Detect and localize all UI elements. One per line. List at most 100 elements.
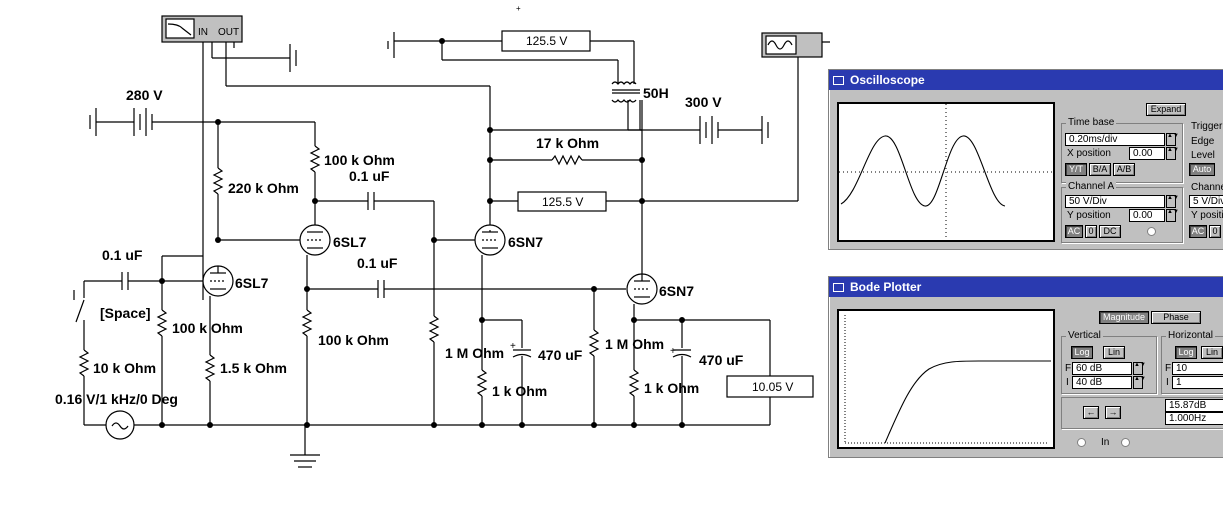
channel-a-ypos-label: Y position	[1067, 210, 1111, 221]
switch-space-label: [Space]	[100, 305, 151, 321]
channel-a-scale-field[interactable]: 50 V/Div	[1065, 195, 1165, 208]
resistor-220k-label: 220 k Ohm	[228, 180, 299, 196]
channel-a-dc-button[interactable]: DC	[1099, 225, 1121, 238]
tube-6sl7-input-label: 6SL7	[235, 275, 269, 291]
mode-yt-button[interactable]: Y/T	[1065, 163, 1087, 176]
bode-cursor-left-button[interactable]: ←	[1083, 406, 1099, 419]
capacitor-470-b-label: 470 uF	[699, 352, 744, 368]
voltmeter-top-value: 125.5 V	[526, 34, 567, 48]
capacitor-470-a-label: 470 uF	[538, 347, 583, 363]
bode-vertical-i-spinner[interactable]: ▲▼	[1133, 376, 1146, 389]
channel-b-scale-field[interactable]: 5 V/Div	[1189, 195, 1223, 208]
bode-vertical-i-label: I	[1066, 377, 1069, 388]
tube-6sn7-a-label: 6SN7	[508, 234, 543, 250]
bode-in-label: In	[1101, 437, 1110, 448]
channel-a-ypos-spinner[interactable]: ▲▼	[1166, 209, 1179, 222]
oscilloscope-trace	[840, 135, 1006, 207]
trigger-auto-button[interactable]: Auto	[1189, 163, 1215, 176]
bode-magnitude-tab[interactable]: Magnitude	[1099, 311, 1149, 324]
bode-horizontal-i-field[interactable]: 1	[1172, 376, 1223, 389]
channel-a-scale-spinner[interactable]: ▲▼	[1166, 195, 1179, 208]
trigger-level-label: Level	[1191, 150, 1215, 161]
mode-ba-button[interactable]: B/A	[1089, 163, 1111, 176]
bode-vertical-f-field[interactable]: 60 dB	[1072, 362, 1132, 375]
resistor-100k-top-label: 100 k Ohm	[324, 152, 395, 168]
bode-title: Bode Plotter	[850, 280, 922, 294]
source-label: 0.16 V/1 kHz/0 Deg	[55, 391, 178, 407]
bode-horizontal-lin-button[interactable]: Lin	[1201, 346, 1223, 359]
bode-vertical-log-button[interactable]: Log	[1071, 346, 1093, 359]
bode-horizontal-log-button[interactable]: Log	[1175, 346, 1197, 359]
oscilloscope-screen	[837, 102, 1055, 242]
resistor-1-5k-label: 1.5 k Ohm	[220, 360, 287, 376]
capacitor-input-label: 0.1 uF	[102, 247, 143, 263]
bode-vertical-f-spinner[interactable]: ▲▼	[1133, 362, 1146, 375]
timebase-field[interactable]: 0.20ms/div	[1065, 133, 1165, 146]
channel-a-ac-button[interactable]: AC	[1065, 225, 1083, 238]
channel-b-zero-button[interactable]: 0	[1209, 225, 1221, 238]
oscilloscope-title: Oscilloscope	[850, 73, 925, 87]
trigger-edge-label: Edge	[1191, 136, 1215, 147]
capacitor-top-label: 0.1 uF	[349, 168, 390, 184]
resistor-1k-a-label: 1 k Ohm	[492, 383, 547, 399]
bode-vertical-i-field[interactable]: 40 dB	[1072, 376, 1132, 389]
supply-300v-label: 300 V	[685, 94, 722, 110]
channel-a-ground-radio[interactable]	[1147, 227, 1156, 236]
bode-vertical-group: Vertical	[1061, 330, 1157, 394]
svg-text:+: +	[670, 346, 676, 357]
bode-titlebar[interactable]: Bode Plotter	[829, 277, 1223, 297]
bode-cursor-right-button[interactable]: →	[1105, 406, 1121, 419]
channel-a-group: Channel A	[1061, 181, 1183, 243]
channel-b-ypos-label: Y position	[1191, 210, 1223, 221]
bode-in-minus-terminal[interactable]	[1077, 438, 1086, 447]
bode-vertical-title: Vertical	[1066, 330, 1103, 341]
bode-in-plus-terminal[interactable]	[1121, 438, 1130, 447]
bode-in-label: IN	[198, 27, 208, 38]
window-menu-icon[interactable]	[833, 282, 844, 292]
svg-text:+: +	[516, 4, 521, 13]
bode-magnitude-curve	[884, 360, 1051, 444]
trigger-title: Trigger	[1191, 121, 1223, 132]
bode-vertical-f-label: F	[1065, 363, 1072, 374]
voltmeter-out-value: 10.05 V	[752, 380, 793, 394]
tube-6sl7-second-label: 6SL7	[333, 234, 367, 250]
xposition-label: X position	[1067, 148, 1111, 159]
bode-readout-group	[1061, 397, 1223, 429]
bode-horizontal-f-field[interactable]: 10	[1172, 362, 1223, 375]
resistor-100k-mid-label: 100 k Ohm	[318, 332, 389, 348]
channel-a-title: Channel A	[1066, 181, 1117, 192]
expand-button[interactable]: Expand	[1146, 103, 1186, 116]
bode-plotter-window[interactable]: Bode Plotter Magnitude Phase Vertical Lo…	[828, 276, 1223, 458]
supply-280v-label: 280 V	[126, 87, 163, 103]
timebase-title: Time base	[1066, 117, 1117, 128]
bode-horizontal-title: Horizontal	[1166, 330, 1216, 341]
bode-vertical-lin-button[interactable]: Lin	[1103, 346, 1125, 359]
resistor-17k-label: 17 k Ohm	[536, 135, 599, 151]
timebase-spinner[interactable]: ▲▼	[1166, 133, 1179, 146]
bode-horizontal-group: Horizontal	[1161, 330, 1223, 394]
xposition-spinner[interactable]: ▲▼	[1166, 147, 1179, 160]
tube-6sn7-b-label: 6SN7	[659, 283, 694, 299]
svg-text:+: +	[510, 341, 516, 352]
bode-horizontal-f-label: F	[1165, 363, 1172, 374]
timebase-group: Time base	[1061, 117, 1183, 183]
bode-out-label: OUT	[218, 27, 239, 38]
circuit-schematic: IN OUT 280 V 300 V 50H 100 k Ohm 220 k O…	[55, 4, 830, 468]
channel-a-ypos-field[interactable]: 0.00	[1129, 209, 1165, 222]
oscilloscope-window[interactable]: Oscilloscope Expand Time base 0.20ms/div…	[828, 69, 1223, 250]
xposition-field[interactable]: 0.00	[1129, 147, 1165, 160]
channel-a-zero-button[interactable]: 0	[1085, 225, 1097, 238]
voltmeter-mid-value: 125.5 V	[542, 195, 583, 209]
channel-b-title: Channel B	[1191, 182, 1223, 193]
channel-b-ac-button[interactable]: AC	[1189, 225, 1207, 238]
choke-label: 50H	[643, 85, 669, 101]
window-menu-icon[interactable]	[833, 75, 844, 85]
mode-ab-button[interactable]: A/B	[1113, 163, 1135, 176]
oscilloscope-titlebar[interactable]: Oscilloscope	[829, 70, 1223, 90]
bode-horizontal-i-label: I	[1166, 377, 1169, 388]
bode-readout-db: 15.87dB	[1165, 399, 1223, 412]
bode-phase-tab[interactable]: Phase	[1151, 311, 1201, 324]
resistor-1m-b-label: 1 M Ohm	[605, 336, 664, 352]
resistor-1m-a-label: 1 M Ohm	[445, 345, 504, 361]
bode-screen	[837, 309, 1055, 449]
